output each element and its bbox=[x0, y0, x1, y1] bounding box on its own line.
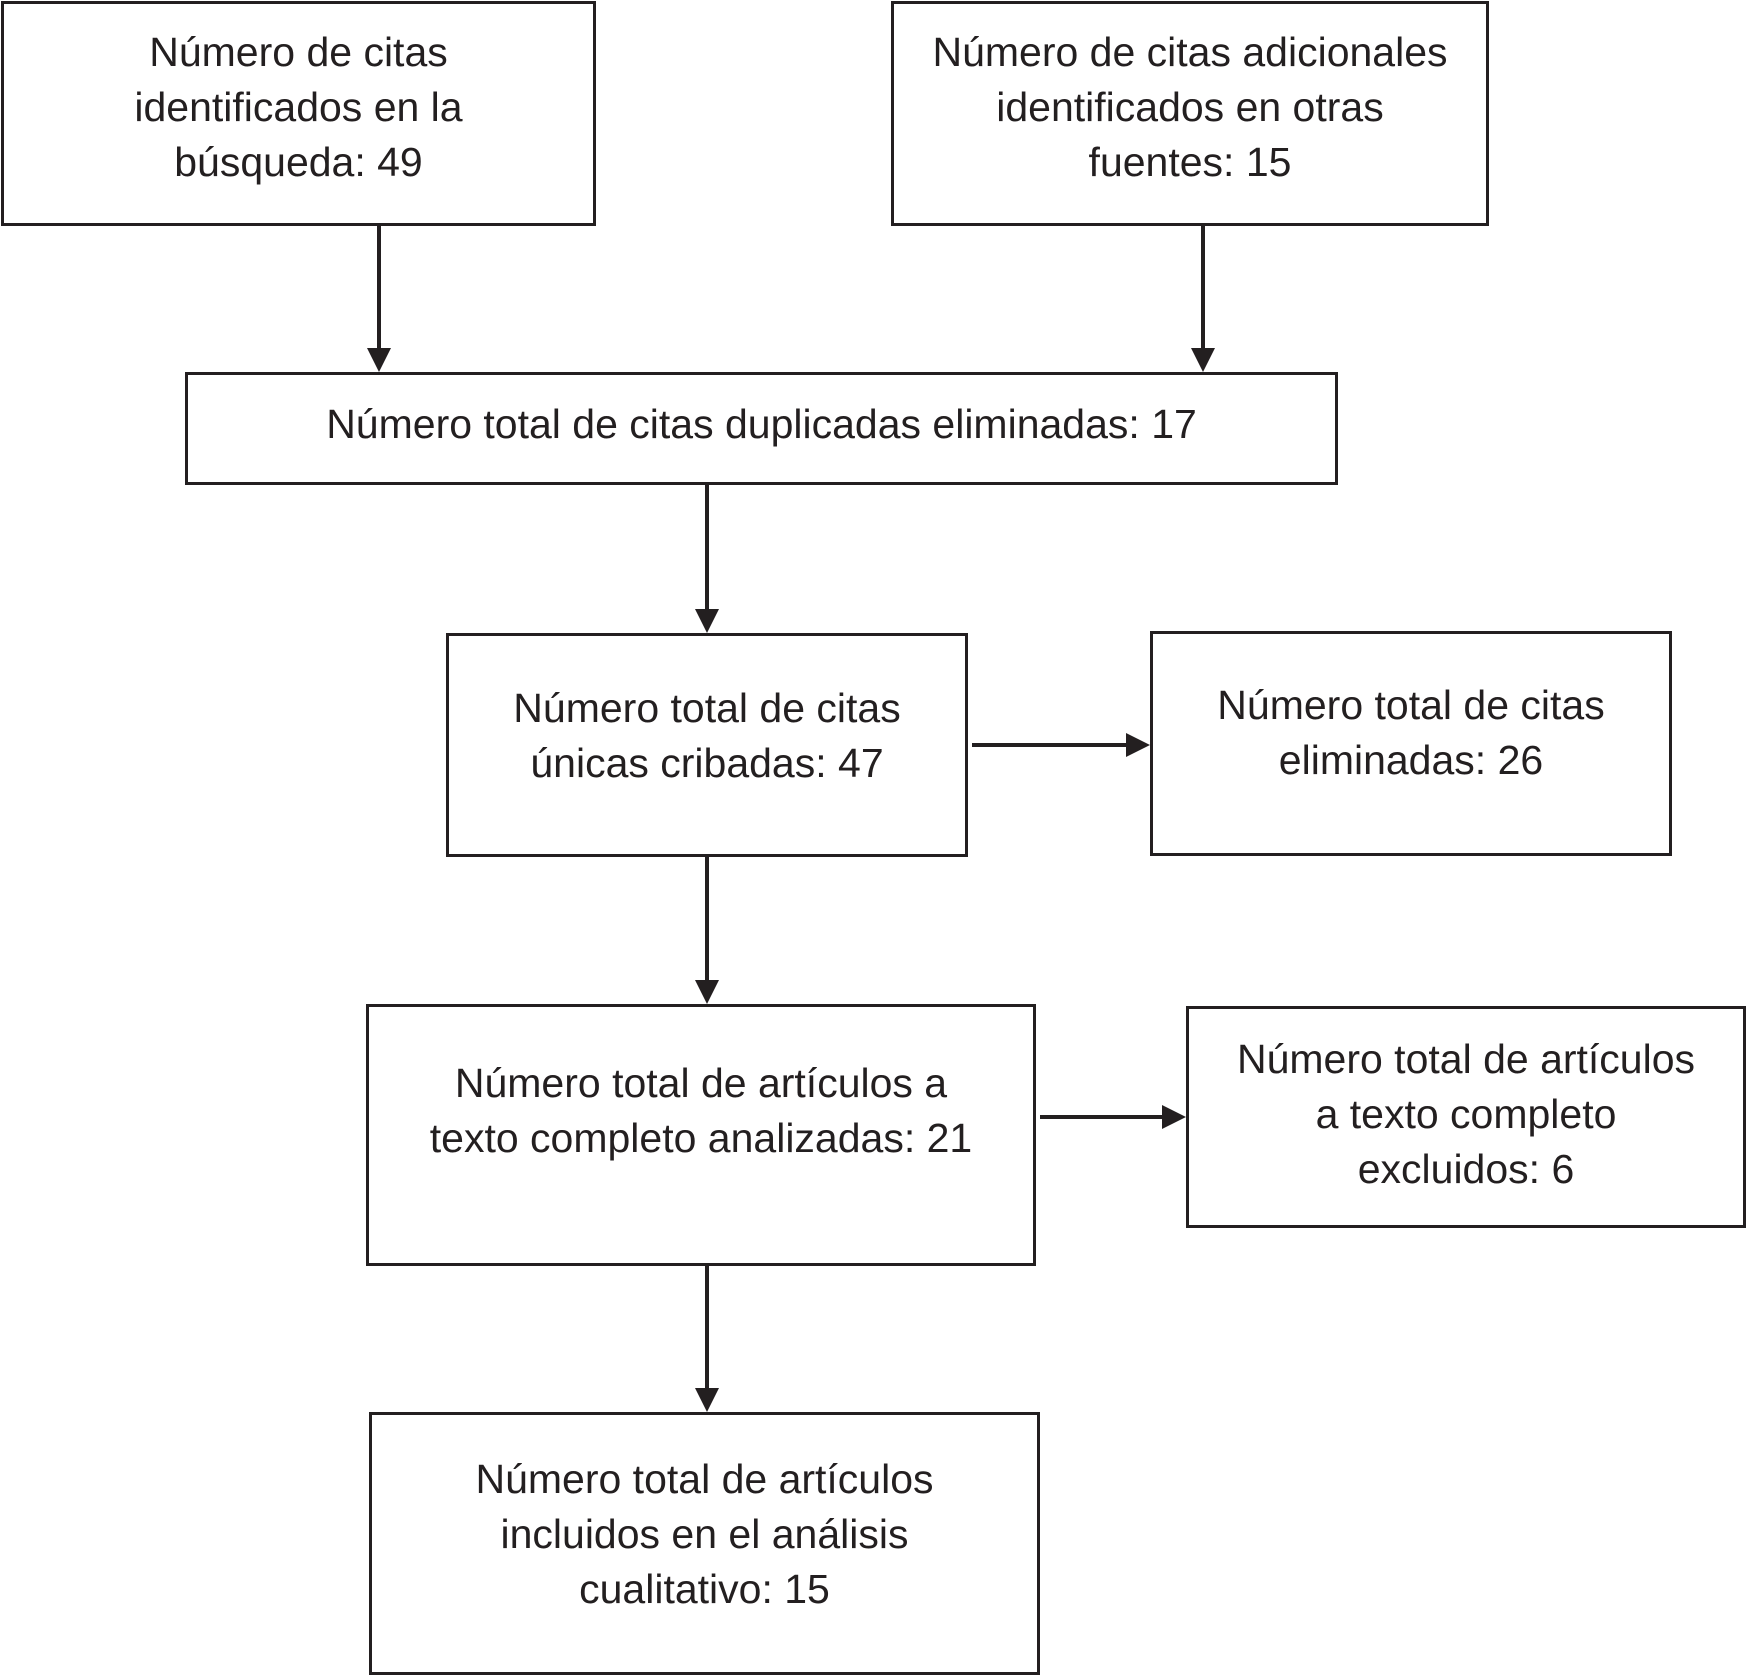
fulltext-excluded-text: Número total de artículos a texto comple… bbox=[1236, 1035, 1696, 1192]
screened-records-box: Número total de citas únicas cribadas: 4… bbox=[446, 633, 968, 857]
additional-records-box: Número de citas adicionales identificado… bbox=[891, 1, 1489, 226]
arrowhead-fulltext bbox=[695, 980, 719, 1004]
records-removed-text: Número total de citas eliminadas: 26 bbox=[1217, 681, 1605, 783]
arrowhead-search bbox=[367, 348, 391, 372]
additional-records-text: Número de citas adicionales identificado… bbox=[932, 29, 1448, 185]
screened-records-text: Número total de citas únicas cribadas: 4… bbox=[513, 685, 901, 786]
duplicates-removed-text: Número total de citas duplicadas elimina… bbox=[326, 401, 1197, 447]
studies-included-box: Número total de artículos incluidos en e… bbox=[369, 1412, 1040, 1675]
identified-records-box: Número de citas identificados en la búsq… bbox=[1, 1, 596, 226]
arrowhead-included bbox=[695, 1388, 719, 1412]
arrowhead-excluded bbox=[1162, 1105, 1186, 1129]
arrowhead-other bbox=[1191, 348, 1215, 372]
fulltext-excluded-box: Número total de artículos a texto comple… bbox=[1186, 1006, 1746, 1228]
arrowhead-duplicates bbox=[695, 609, 719, 633]
arrowhead-removed bbox=[1126, 733, 1150, 757]
fulltext-assessed-box: Número total de artículos a texto comple… bbox=[366, 1004, 1036, 1266]
records-removed-box: Número total de citas eliminadas: 26 bbox=[1150, 631, 1672, 856]
fulltext-assessed-text: Número total de artículos a texto comple… bbox=[429, 1060, 973, 1161]
studies-included-text: Número total de artículos incluidos en e… bbox=[475, 1456, 934, 1612]
duplicates-removed-box: Número total de citas duplicadas elimina… bbox=[185, 372, 1338, 485]
identified-records-text: Número de citas identificados en la búsq… bbox=[134, 29, 463, 185]
